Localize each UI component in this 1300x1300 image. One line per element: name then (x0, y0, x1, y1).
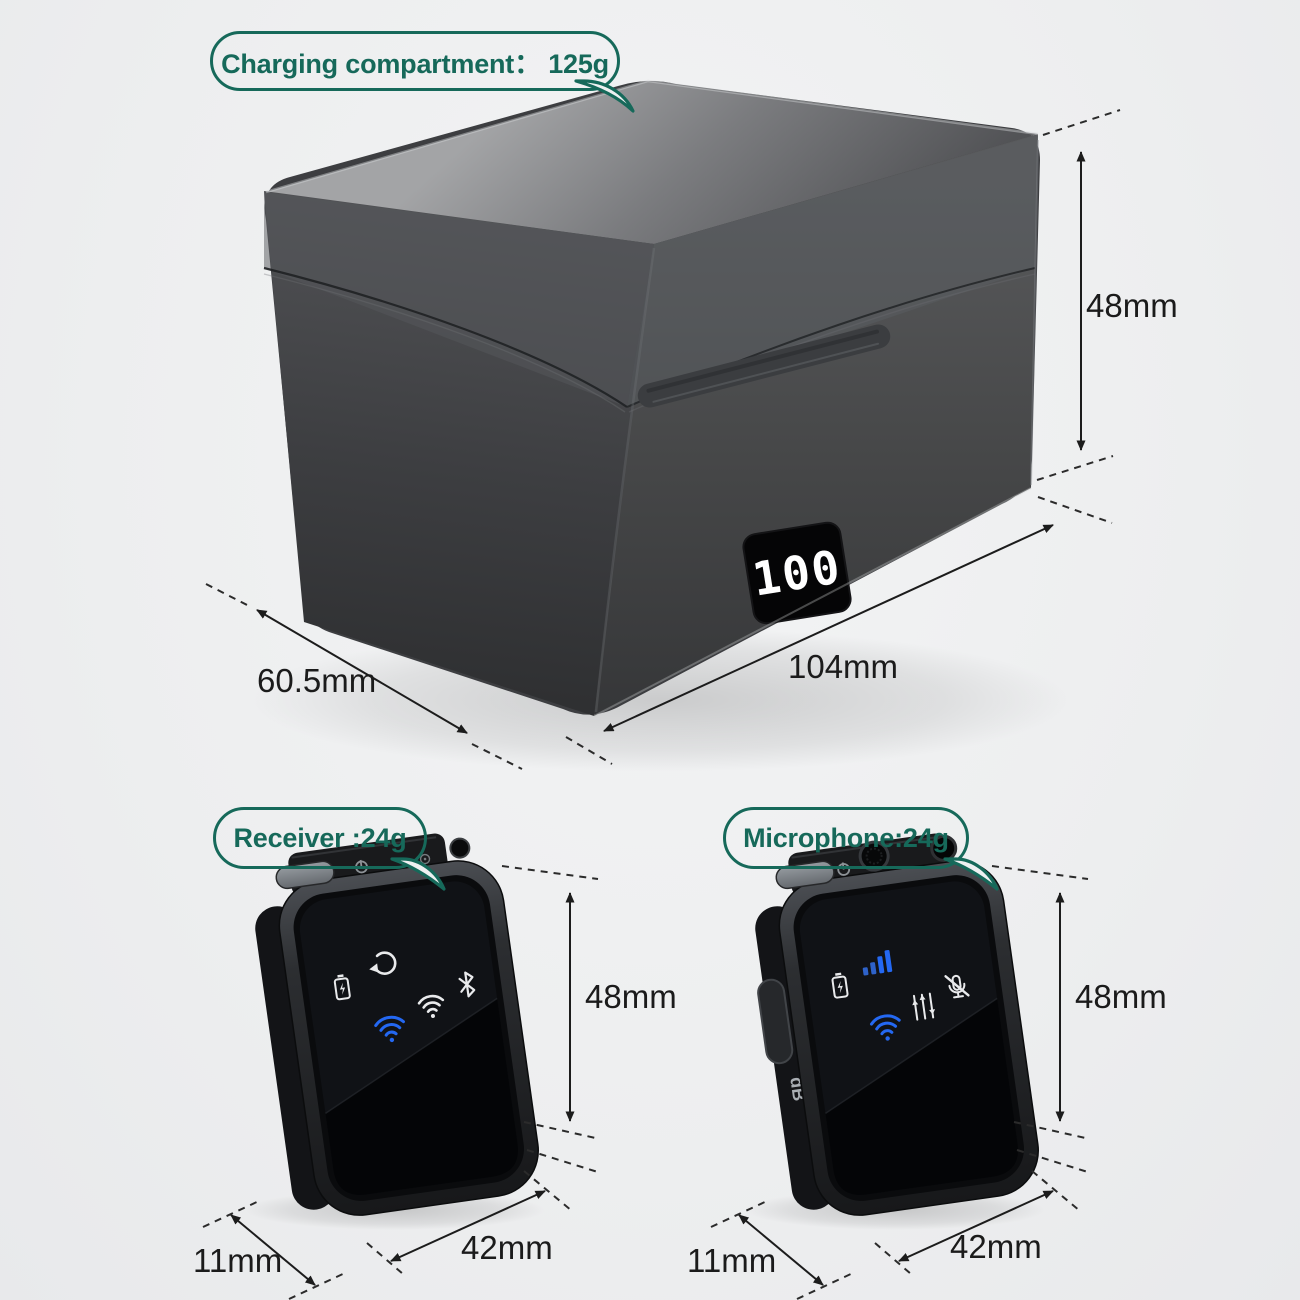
dimension-arrow-microphone-depth (738, 1214, 824, 1286)
dimension-arrow-case-depth (256, 609, 468, 734)
eq-sliders-icon (912, 992, 936, 1021)
case-lid-groove (637, 324, 891, 408)
wifi-icon (417, 994, 445, 1018)
microphone-capsule-hole (858, 840, 890, 872)
dimension-arrow-microphone-width (898, 1190, 1054, 1262)
dimension-arrow-receiver-width (390, 1190, 546, 1262)
mic-mute-icon (944, 974, 970, 999)
microphone-depth-label: 11mm (687, 1242, 777, 1279)
wifi-icon-active (869, 1014, 901, 1041)
microphone-render: dB (755, 833, 1040, 1216)
callout-microphone: Microphone:24g (723, 807, 969, 869)
dimension-arrow-case-length (603, 524, 1054, 732)
receiver-width-label: 42mm (461, 1229, 553, 1266)
microphone-side-button (757, 978, 794, 1065)
battery-icon (333, 974, 351, 1001)
callout-charging-case: Charging compartment： 125g (210, 31, 620, 91)
callout-receiver: Receiver :24g (213, 807, 427, 869)
case-length-label: 104mm (788, 648, 899, 685)
device-extension-lines (202, 865, 1092, 1300)
receiver-render (255, 833, 540, 1216)
receiver-depth-label: 11mm (193, 1242, 283, 1279)
microphone-height-label: 48mm (1075, 978, 1167, 1015)
dimension-arrow-receiver-depth (230, 1214, 316, 1286)
receiver-lanyard-hole (449, 837, 471, 859)
case-height-label: 48mm (1086, 287, 1178, 324)
device-dimensions (230, 892, 1065, 1286)
case-depth-label: 60.5mm (257, 662, 377, 699)
case-extension-lines (205, 109, 1121, 770)
bluetooth-icon (458, 971, 476, 998)
receiver-height-label: 48mm (585, 978, 677, 1015)
charging-case-render: 100 (263, 79, 1040, 717)
microphone-width-label: 42mm (950, 1228, 1042, 1265)
wifi-icon-active (374, 1015, 405, 1043)
case-dimensions (256, 151, 1086, 734)
signal-bars-icon (862, 950, 893, 976)
return-icon (369, 951, 397, 975)
battery-icon (831, 972, 849, 999)
